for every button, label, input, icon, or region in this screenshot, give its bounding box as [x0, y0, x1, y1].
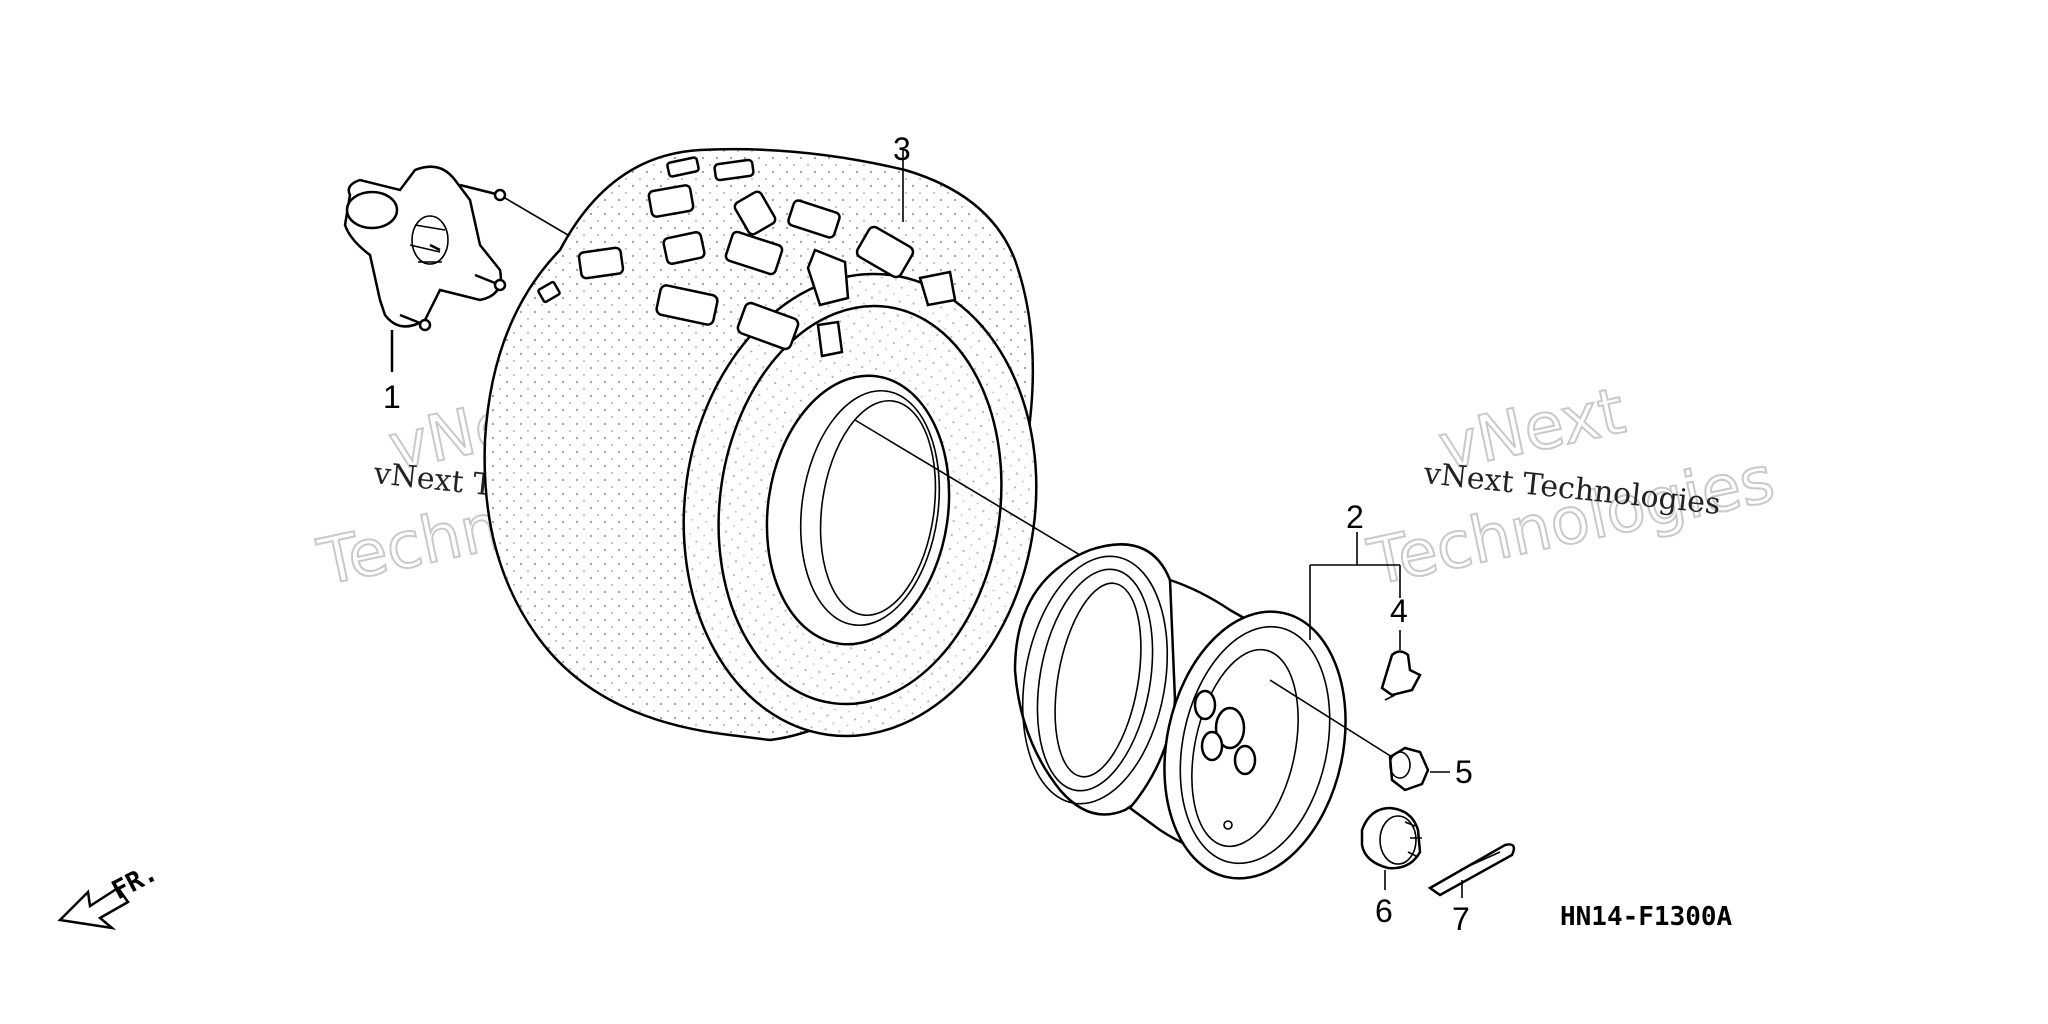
callout-2-bracket: [1309, 532, 1401, 640]
callout-2: 2: [1346, 499, 1364, 535]
wheel-rim-part-2[interactable]: [1004, 543, 1369, 895]
wheel-hub-part-1[interactable]: [343, 165, 507, 372]
front-direction-indicator: FR.: [57, 858, 163, 930]
callout-6: 6: [1375, 893, 1393, 929]
nut-part-5[interactable]: [1388, 746, 1450, 792]
callout-3: 3: [893, 131, 911, 167]
front-arrow-icon: [57, 886, 130, 930]
valve-part-4[interactable]: [1380, 630, 1422, 701]
callout-5: 5: [1455, 754, 1473, 790]
cotter-pin-part-7[interactable]: [1427, 843, 1516, 898]
castle-nut-part-6[interactable]: [1360, 806, 1422, 890]
watermark-right: vNext Technologies vNext Technologies: [1361, 373, 1782, 601]
callout-7: 7: [1452, 901, 1470, 937]
callout-4: 4: [1390, 593, 1408, 629]
part-code: HN14-F1300A: [1560, 902, 1733, 932]
tread-lugs: [537, 156, 957, 358]
callout-1: 1: [383, 379, 401, 415]
tire-part-3[interactable]: [483, 147, 1066, 759]
